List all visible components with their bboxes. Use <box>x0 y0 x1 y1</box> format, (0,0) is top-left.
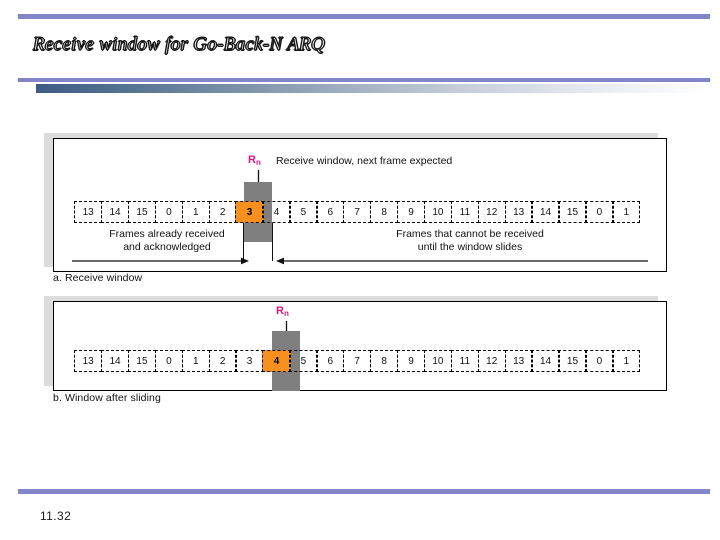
caption-panel-a: a. Receive window <box>53 272 143 284</box>
slide-title-container: Receive window for Go-Back-N ARQ <box>33 32 673 72</box>
frame-cell: 15 <box>558 350 587 372</box>
rn-marker-letter-a: R <box>248 154 256 166</box>
rn-marker-subscript-a: n <box>255 158 261 167</box>
figure-receive-window: Rn Receive window, next frame expected 1… <box>44 133 668 416</box>
rn-marker-letter-b: R <box>276 305 284 317</box>
frame-cell: 8 <box>369 350 399 372</box>
annotation-frames-received-line2: and acknowledged <box>123 241 211 253</box>
frame-cell: 2 <box>208 350 237 372</box>
frame-cell: 0 <box>585 201 614 223</box>
caption-panel-b: b. Window after sliding <box>53 392 161 404</box>
frame-cell: 12 <box>477 201 506 223</box>
rn-marker-label-b: Rn <box>276 305 289 318</box>
bottom-accent-rule <box>18 489 710 494</box>
span-arrow-right-icon <box>276 257 648 265</box>
frame-cell: 13 <box>74 350 103 372</box>
frame-cell-highlighted: 4 <box>262 350 291 372</box>
frame-cell: 7 <box>343 350 372 372</box>
frame-cell: 5 <box>289 201 318 223</box>
frame-cell: 8 <box>369 201 399 223</box>
frame-cell: 6 <box>316 201 345 223</box>
frame-cell: 11 <box>450 201 479 223</box>
frame-cell: 1 <box>181 201 210 223</box>
frame-cell: 4 <box>262 201 291 223</box>
gradient-accent-bar <box>36 84 710 93</box>
annotation-frames-not-received-line2: until the window slides <box>417 241 523 253</box>
rn-marker-note: Receive window, next frame expected <box>276 155 453 167</box>
frame-cell: 0 <box>585 350 614 372</box>
frame-cell: 13 <box>74 201 103 223</box>
frame-cell: 14 <box>531 201 560 223</box>
frame-cell: 10 <box>423 201 453 223</box>
annotation-frames-received: Frames already received and acknowledged <box>72 228 262 254</box>
span-arrow-left-icon <box>72 257 249 265</box>
rn-marker-subscript-b: n <box>283 309 289 318</box>
frame-cell: 14 <box>100 201 130 223</box>
frame-cell: 14 <box>531 350 560 372</box>
frame-cell: 2 <box>208 201 237 223</box>
rn-marker-label-a: Rn <box>248 154 261 167</box>
annotation-frames-not-received-line1: Frames that cannot be received <box>396 228 544 240</box>
frame-cell: 1 <box>612 201 641 223</box>
page-title: Receive window for Go-Back-N ARQ <box>33 34 326 56</box>
frame-cell: 12 <box>477 350 506 372</box>
frame-cell-highlighted: 3 <box>235 201 264 223</box>
frame-cell: 5 <box>289 350 318 372</box>
frame-cell: 6 <box>316 350 345 372</box>
frame-cell: 1 <box>181 350 210 372</box>
frame-cell: 7 <box>343 201 372 223</box>
title-underline-rule <box>18 78 710 82</box>
annotation-frames-not-received: Frames that cannot be received until the… <box>292 228 648 254</box>
frame-cell: 1 <box>612 350 641 372</box>
annotation-frames-received-line1: Frames already received <box>109 228 225 240</box>
frame-cell: 15 <box>558 201 587 223</box>
page-number: 11.32 <box>40 509 72 523</box>
frame-cell: 0 <box>154 350 184 372</box>
frame-cell: 14 <box>100 350 130 372</box>
frame-cell: 15 <box>127 201 157 223</box>
frame-cell: 3 <box>235 350 264 372</box>
top-accent-rule <box>18 14 710 19</box>
frame-cell: 10 <box>423 350 453 372</box>
frame-cell: 15 <box>127 350 157 372</box>
frame-cell: 9 <box>396 201 426 223</box>
frame-cell: 11 <box>450 350 479 372</box>
frame-cell: 13 <box>504 350 533 372</box>
frame-cell: 13 <box>504 201 533 223</box>
frame-cell: 9 <box>396 350 426 372</box>
frame-cell: 0 <box>154 201 184 223</box>
window-boundary-left <box>243 223 245 261</box>
window-boundary-right <box>272 223 274 261</box>
panel-receive-window: Rn Receive window, next frame expected 1… <box>53 138 667 272</box>
